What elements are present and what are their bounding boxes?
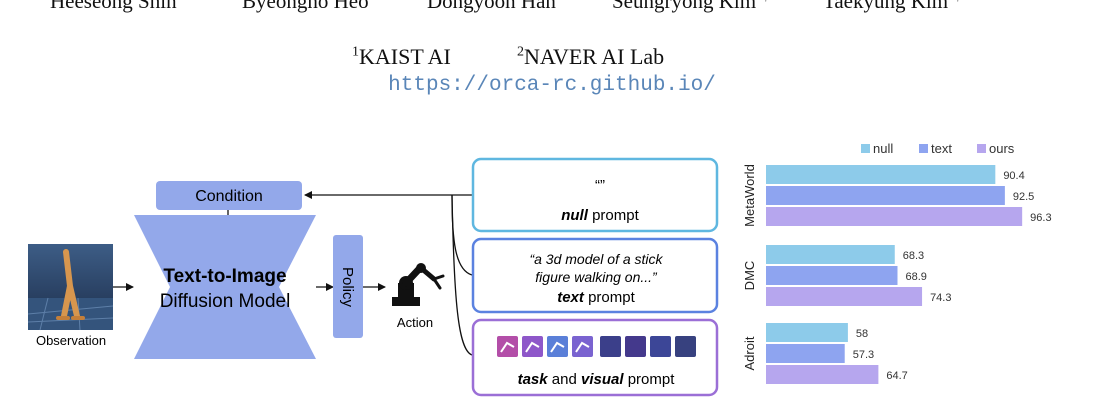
text-prompt-line-2: figure walking on...” [535,269,658,285]
legend-label-ours: ours [989,141,1015,156]
legend-label-null: null [873,141,893,156]
prompt-connectors [304,191,473,356]
project-url-link[interactable]: https://orca-rc.github.io/ [388,74,716,97]
legend-label-text: text [931,141,952,156]
legend-swatch-null [861,144,870,153]
visual-prompt-caption: task and visual prompt [518,371,676,388]
text-prompt-line-1: “a 3d model of a stick [529,251,663,267]
author-2: Byeongho Heo2 [242,0,375,13]
value-label-metaworld-null: 90.4 [1003,170,1024,182]
null-prompt-box [471,157,719,233]
affiliation-1: 1KAIST AI [352,44,451,69]
value-label-metaworld-text: 92.5 [1013,191,1034,203]
legend-swatch-ours [977,144,986,153]
category-label-adroit: Adroit [742,336,757,370]
value-label-adroit-null: 58 [856,328,868,340]
value-label-dmc-ours: 74.3 [930,292,951,304]
bar-adroit-text [766,344,845,363]
author-3: Dongyoon Han2 [427,0,562,13]
model-subtitle: Diffusion Model [160,291,291,312]
bar-dmc-text [766,266,898,285]
bar-dmc-ours [766,287,923,306]
value-label-metaworld-ours: 96.3 [1030,212,1051,224]
bar-adroit-ours [766,365,879,384]
condition-label: Condition [195,188,263,205]
policy-box [333,235,363,338]
bar-dmc-null [766,245,895,264]
legend-swatch-text [919,144,928,153]
model-title: Text-to-Image [163,266,286,287]
bar-metaworld-null [766,165,996,184]
value-label-dmc-text: 68.9 [905,271,926,283]
bar-metaworld-text [766,186,1005,205]
robot-arm-icon [392,263,445,306]
null-prompt-quote: “” [595,177,605,194]
null-prompt-caption: null prompt [561,207,639,224]
value-label-dmc-null: 68.3 [903,250,924,262]
text-prompt-box [471,237,719,314]
value-label-adroit-text: 57.3 [853,349,874,361]
diffusion-model-block [134,215,316,359]
condition-box [156,181,302,210]
bar-metaworld-ours [766,207,1023,226]
category-label-metaworld: MetaWorld [742,164,757,227]
value-label-adroit-ours: 64.7 [886,370,907,382]
author-list: Heeseong Shin1* Byeongho Heo2 Dongyoon H… [0,0,1104,19]
observation-image [27,244,114,331]
observation-label: Observation [36,333,106,348]
text-prompt-caption: text prompt [557,289,635,306]
action-label: Action [397,315,433,330]
category-label-dmc: DMC [742,261,757,291]
author-1: Heeseong Shin1* [50,0,190,13]
author-5: Taekyung Kim2† [823,0,961,13]
results-bar-chart: null text ours 90.4 92.5 96.3 MetaWorld 68.3 68.… [742,141,1052,384]
visual-prompt-thumbnails [497,336,696,357]
affiliation-2: 2NAVER AI Lab [517,44,665,69]
bar-adroit-null [766,323,848,342]
policy-label: Policy [339,267,356,308]
affiliations: 1KAIST AI 2NAVER AI Lab [0,44,1104,72]
